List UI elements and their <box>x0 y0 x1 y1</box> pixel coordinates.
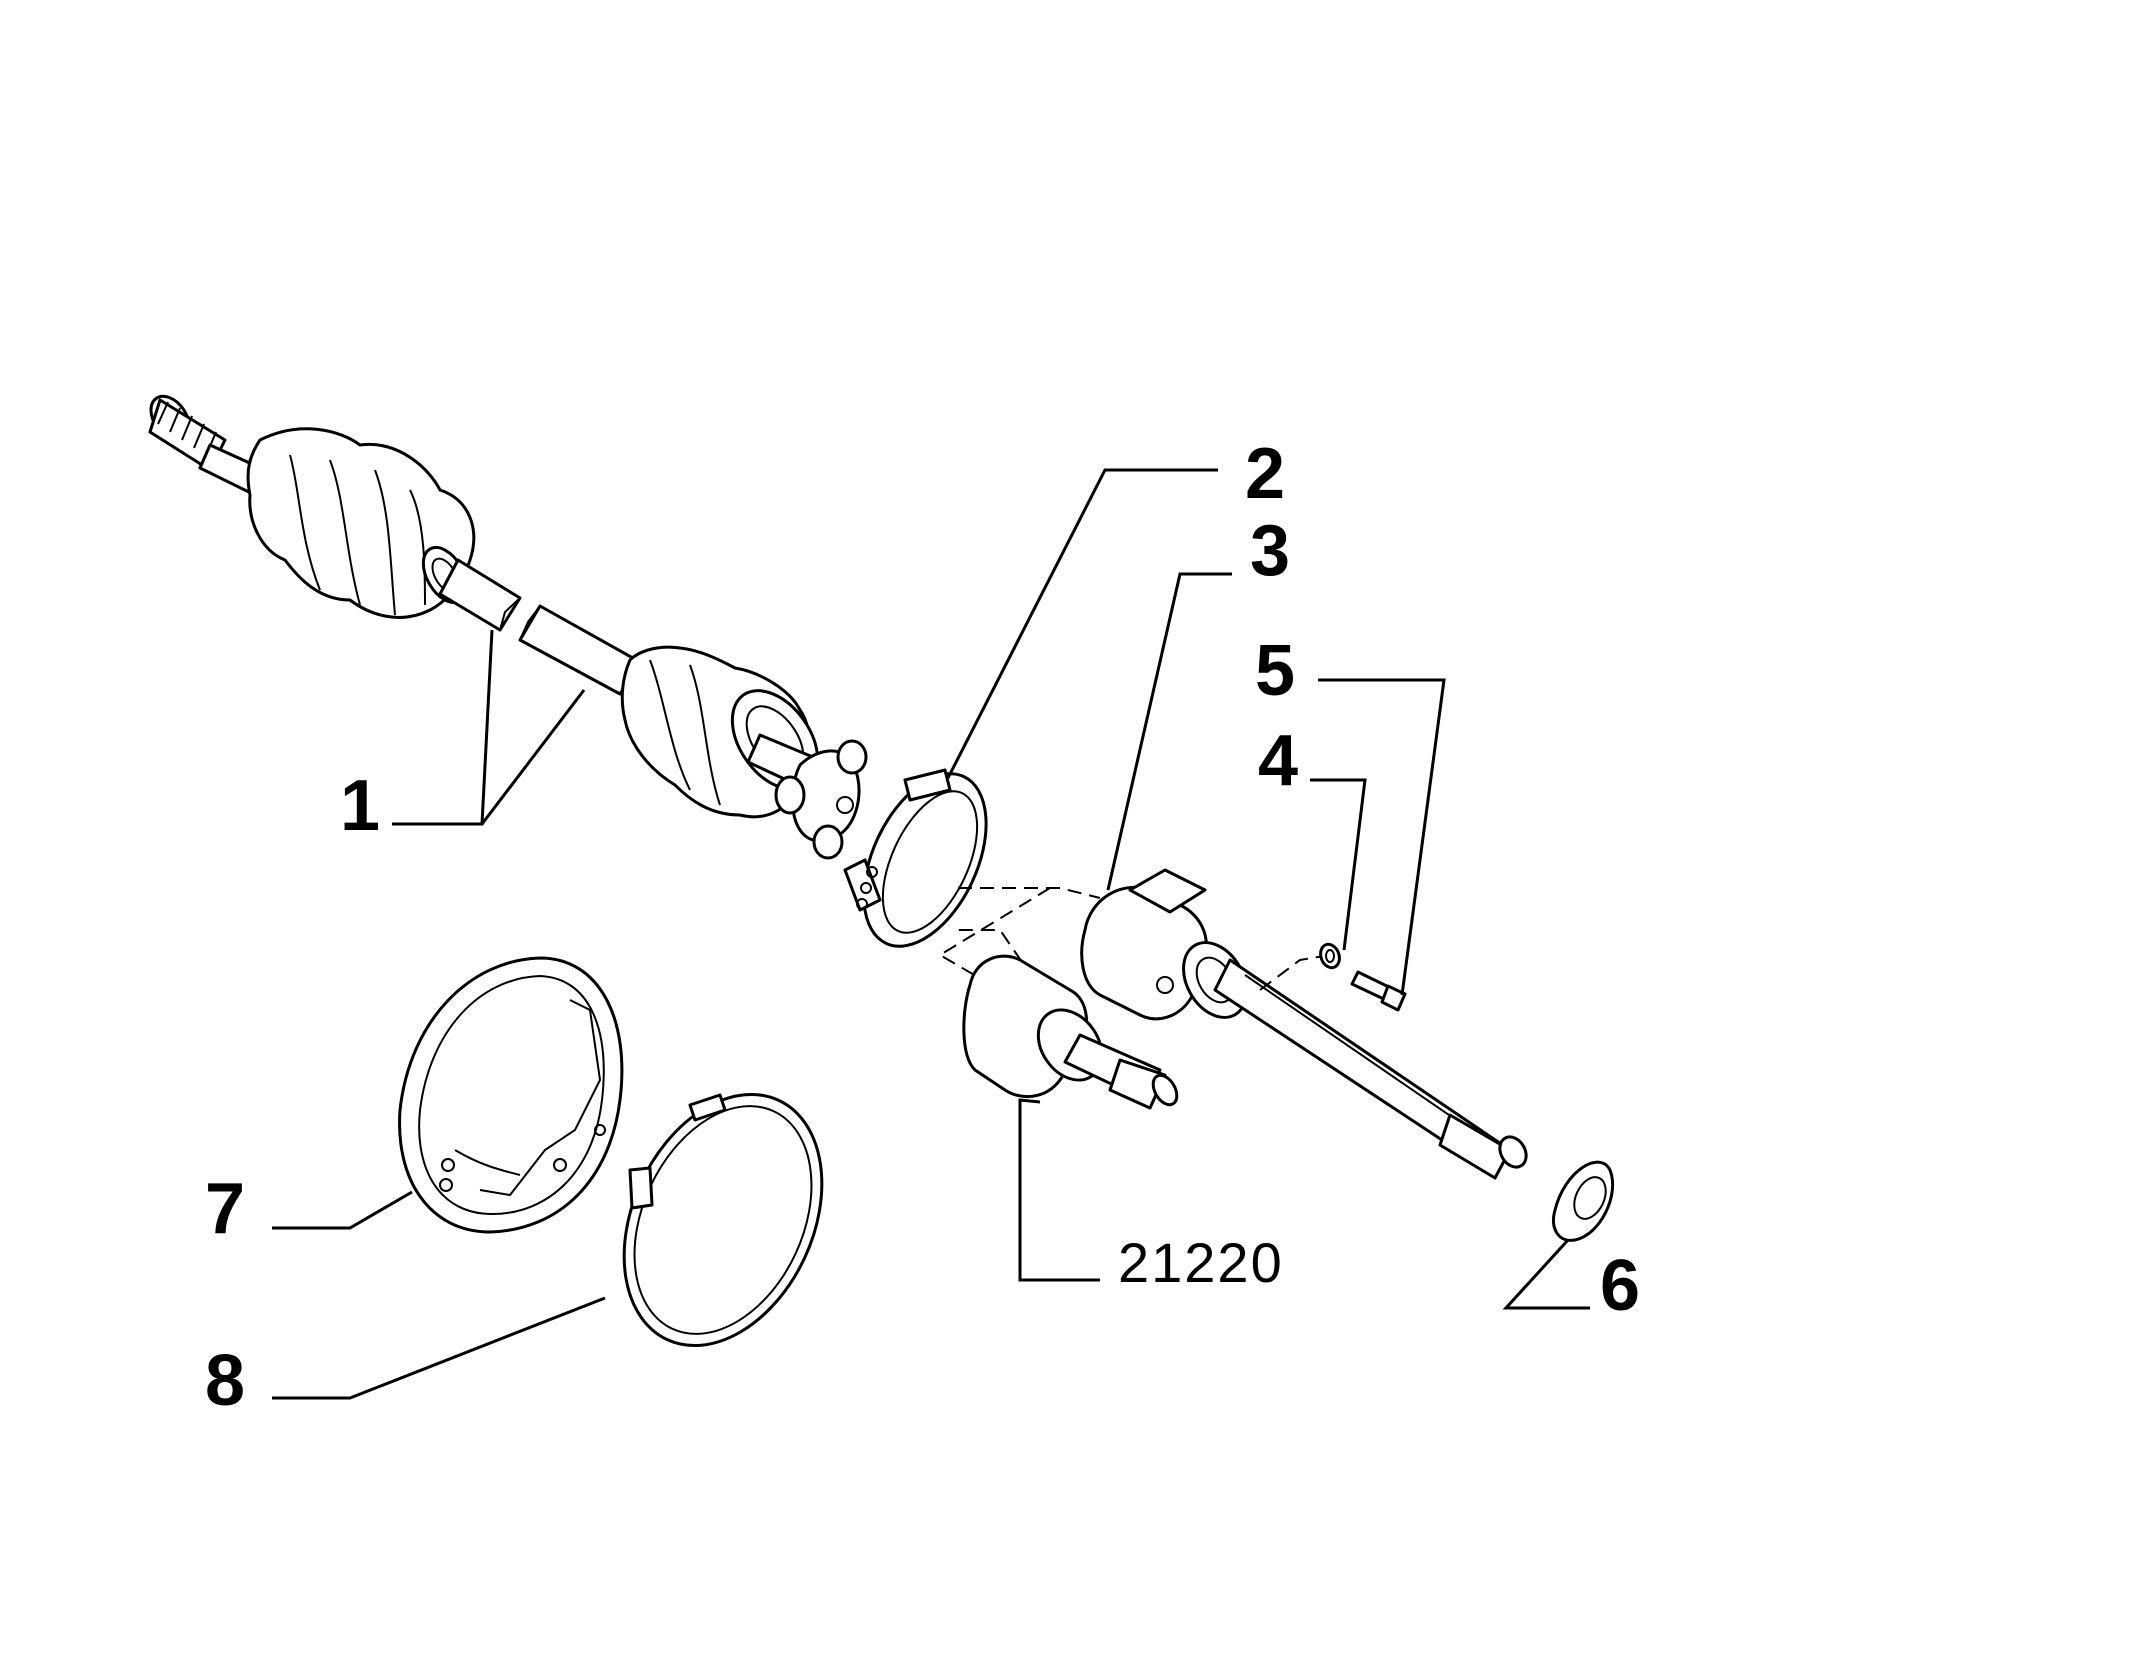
bearing-support-ring-icon[interactable] <box>272 956 624 1234</box>
bolt-icon[interactable] <box>1318 678 1446 1012</box>
washer-icon[interactable] <box>1310 778 1367 970</box>
callout-label-6: 6 <box>1600 1246 1640 1326</box>
callout-label-1: 1 <box>340 766 380 846</box>
callout-label-8: 8 <box>205 1341 245 1421</box>
drive-shaft-assembly-icon[interactable] <box>143 389 868 860</box>
dust-seal-icon[interactable] <box>1502 1160 1615 1310</box>
callout-label-5: 5 <box>1255 631 1295 711</box>
callout-label-7: 7 <box>205 1169 245 1249</box>
differential-stub-shaft-icon[interactable] <box>958 929 1182 1282</box>
hose-clamp-band-icon[interactable] <box>272 1062 860 1400</box>
callout-label-4: 4 <box>1258 721 1298 801</box>
callout-label-3: 3 <box>1250 511 1290 591</box>
intermediate-shaft-icon[interactable] <box>1080 572 1532 1180</box>
boot-clamp-icon[interactable] <box>839 468 1218 965</box>
callout-label-21220: 21220 <box>1118 1231 1284 1294</box>
callout-label-2: 2 <box>1245 434 1285 514</box>
